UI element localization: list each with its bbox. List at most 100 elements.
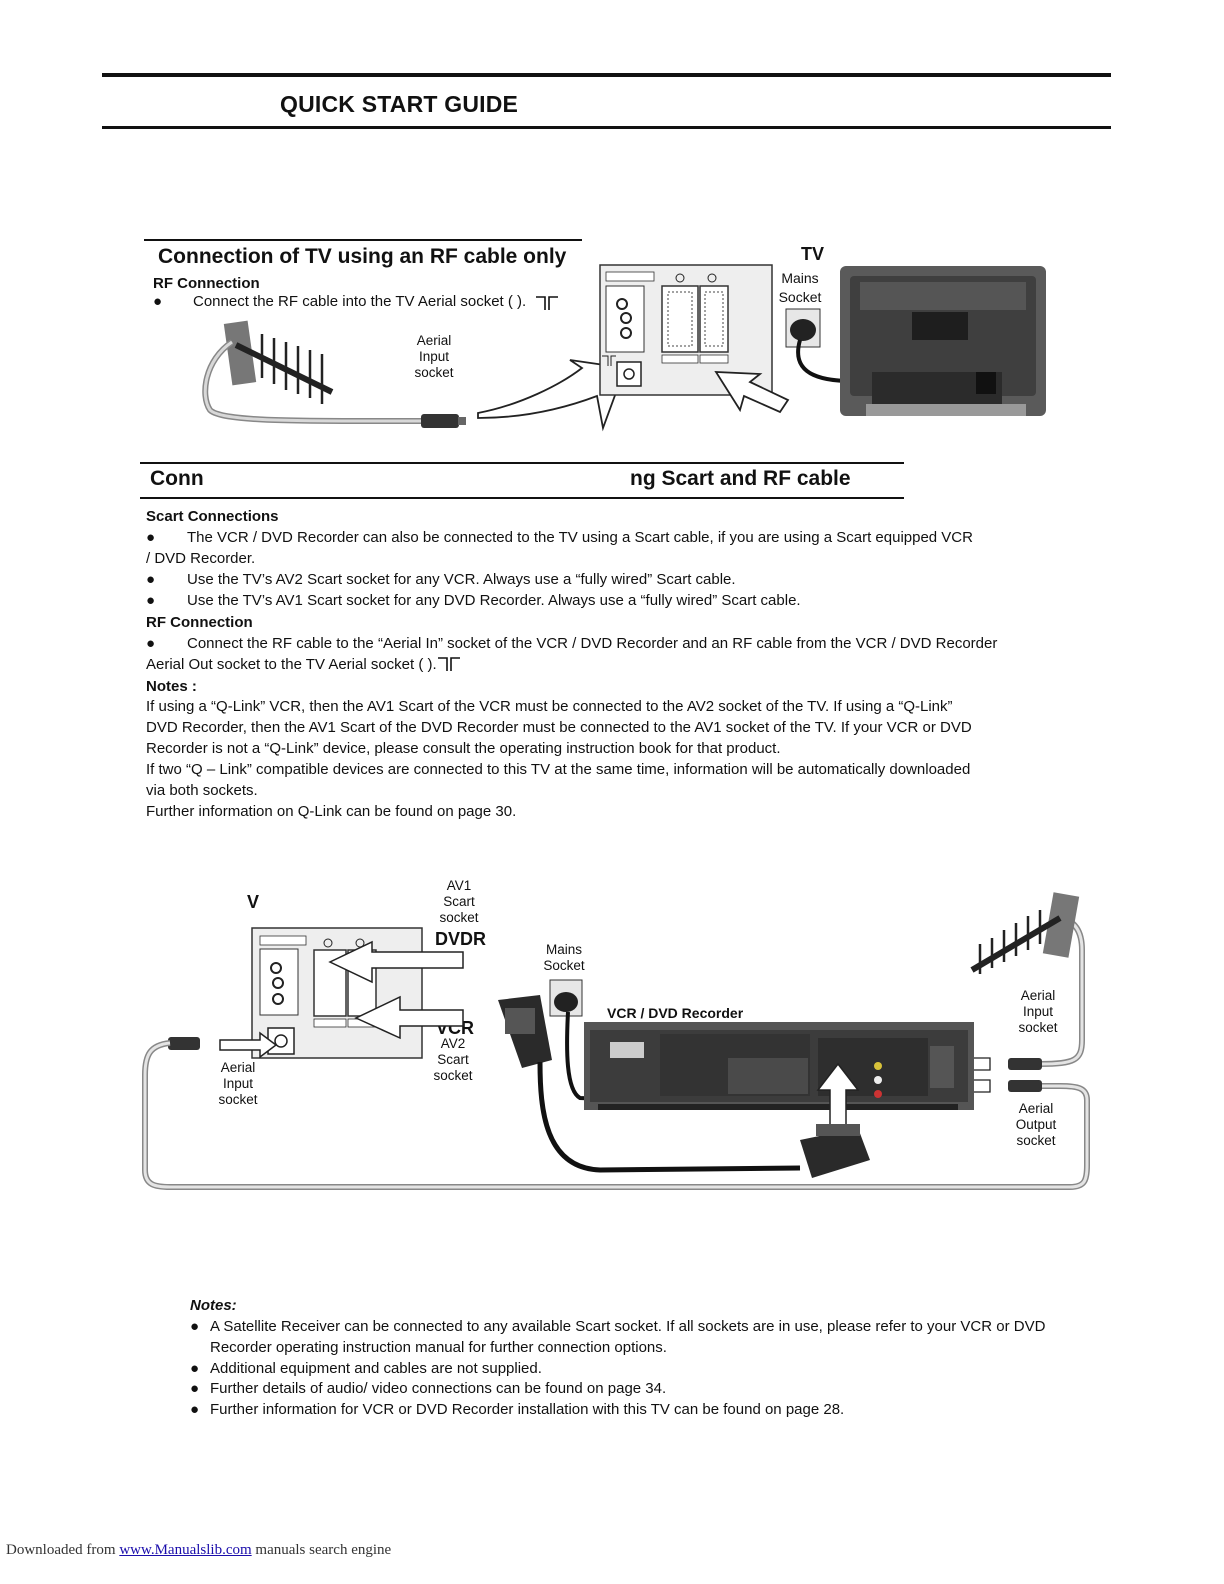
notes-block: If using a “Q-Link” VCR, then the AV1 Sc… [146,696,1066,822]
d2-r-aerial-in-3: socket [1018,1020,1058,1035]
scart-bullet-2-text: Use the TV’s AV2 Scart socket for any VC… [187,571,736,588]
d2-recorder-label: VCR / DVD Recorder [607,1005,744,1021]
notes-heading: Notes : [146,678,197,695]
d2-aerial-in-1: Aerial [220,1060,256,1075]
section2-heading-left: Conn [150,467,204,490]
d2-aerial-in-2: Input [222,1076,254,1091]
note-line: via both sockets. [146,782,258,799]
section2-top-rule [140,462,904,464]
section2-rf-heading: RF Connection [146,614,253,631]
footer-prefix: Downloaded from [6,1542,120,1558]
note-line: Recorder is not a “Q-Link” device, pleas… [146,740,781,757]
scart-bullet-2: ● Use the TV’s AV2 Scart socket for any … [146,569,1046,590]
arrow-icon [714,371,790,414]
bullet-dot: ● [146,529,156,546]
manualslib-link[interactable]: www.Manualslib.com [119,1542,252,1558]
scart-bullet-1-text: The VCR / DVD Recorder can also be conne… [187,529,973,546]
d2-r-aerial-out-2: Output [1015,1117,1057,1132]
rf-bullet-text: Connect the RF cable to the “Aerial In” … [187,635,998,652]
section2-heading-right: ng Scart and RF cable [630,467,851,490]
d2-av1-3: socket [439,910,479,925]
arrow-av2-icon [354,995,464,1040]
bullet-dot: ● [190,1360,200,1377]
d2-tv-label: V [247,892,260,912]
footer: Downloaded from www.Manualslib.com manua… [6,1542,391,1559]
d2-mains-1: Mains [545,942,582,957]
arrow-av1-icon [328,940,464,984]
scart-bullet-1: ● The VCR / DVD Recorder can also be con… [146,527,1046,569]
bullet-dot: ● [190,1401,200,1418]
rf-bullet-cont: Aerial Out socket to the TV Aerial socke… [146,656,437,673]
up-arrow-icon [816,1062,860,1127]
arrow-aerial-icon [219,1031,278,1059]
d2-r-aerial-in-1: Aerial [1020,988,1056,1003]
note-line: If using a “Q-Link” VCR, then the AV1 Sc… [146,698,953,715]
footer-suffix: manuals search engine [251,1542,392,1558]
bullet-dot: ● [153,293,163,310]
note-line: DVD Recorder, then the AV1 Scart of the … [146,719,972,736]
scart-bullet-3: ● Use the TV’s AV1 Scart socket for any … [146,590,1046,611]
d2-av2-label: AV2 Scart socket [424,1036,482,1084]
notes2-item-1-text: A Satellite Receiver can be connected to… [210,1318,1046,1335]
rf-plug-icon [1008,1058,1042,1070]
section1-bullet: ● Connect the RF cable into the TV Aeria… [153,291,593,312]
d2-av1-1: AV1 [446,878,472,893]
d2-r-aerial-out-3: socket [1016,1133,1056,1148]
rf-plug-icon [421,414,459,428]
note-line: Further information on Q-Link can be fou… [146,803,517,820]
d2-aerial-in-label: Aerial Input socket [208,1060,268,1108]
d2-r-aerial-in-2: Input [1022,1004,1054,1019]
page-title: QUICK START GUIDE [280,91,519,117]
curved-arrow-icon [477,359,627,432]
title-rule [102,126,1111,129]
d2-dvdr-label: DVDR [435,929,487,949]
bullet-dot: ● [190,1318,200,1335]
bullet-dot: ● [146,571,156,588]
d2-av1-2: Scart [443,894,475,909]
d2-r-aerial-out-label: Aerial Output socket [1006,1101,1066,1149]
rf-bullet: ● Connect the RF cable to the “Aerial In… [146,633,1046,675]
bullet-dot: ● [190,1380,200,1397]
notes2-item-1: ● A Satellite Receiver can be connected … [190,1316,1090,1358]
s1-tv-label: TV [801,244,825,264]
tv-set-image [840,266,1046,416]
bullet-text: Connect the RF cable into the TV Aerial … [193,293,527,310]
s1-aerial-label-1: Aerial [416,333,452,348]
section1-rf-heading: RF Connection [153,275,260,292]
vcr-dvd-recorder-image [584,1022,974,1110]
d2-av2-1: AV2 [440,1036,466,1051]
s1-mains-label: Mains Socket [772,269,828,307]
scart-plug-icon [498,995,552,1068]
notes2-item-4-text: Further information for VCR or DVD Recor… [210,1401,845,1418]
d2-av2-3: socket [433,1068,473,1083]
rf-plug-icon [168,1037,200,1050]
s1-mains-2: Socket [778,289,822,305]
tv-back-panel [251,927,423,1059]
notes2-item-2: ● Additional equipment and cables are no… [190,1358,1090,1379]
s1-aerial-label: Aerial Input socket [404,333,464,381]
aerial-antenna-icon [223,320,334,404]
d2-av1-label: AV1 Scart socket [430,878,488,926]
d2-av2-2: Scart [437,1052,469,1067]
notes2-item-3-text: Further details of audio/ video connecti… [210,1380,667,1397]
bullet-dot: ● [146,592,156,609]
notes2-heading: Notes: [190,1297,237,1314]
notes2-item-4: ● Further information for VCR or DVD Rec… [190,1399,1090,1420]
section2-bottom-rule [140,497,904,499]
section1-heading: Connection of TV using an RF cable only [158,245,567,268]
scart-heading: Scart Connections [146,508,279,525]
section1-top-rule [144,239,582,241]
notes2-item-1-cont: Recorder operating instruction manual fo… [210,1339,667,1356]
d2-r-aerial-in-label: Aerial Input socket [1008,988,1068,1036]
s1-aerial-label-3: socket [414,365,454,380]
scart-plug-icon [800,1124,870,1178]
d2-mains-2: Socket [543,958,585,973]
notes2-item-2-text: Additional equipment and cables are not … [210,1360,542,1377]
d2-aerial-in-3: socket [218,1092,258,1107]
s1-mains-1: Mains [781,270,819,286]
top-rule [102,73,1111,77]
notes2-item-3: ● Further details of audio/ video connec… [190,1378,1090,1399]
d2-mains-label: Mains Socket [536,942,592,974]
